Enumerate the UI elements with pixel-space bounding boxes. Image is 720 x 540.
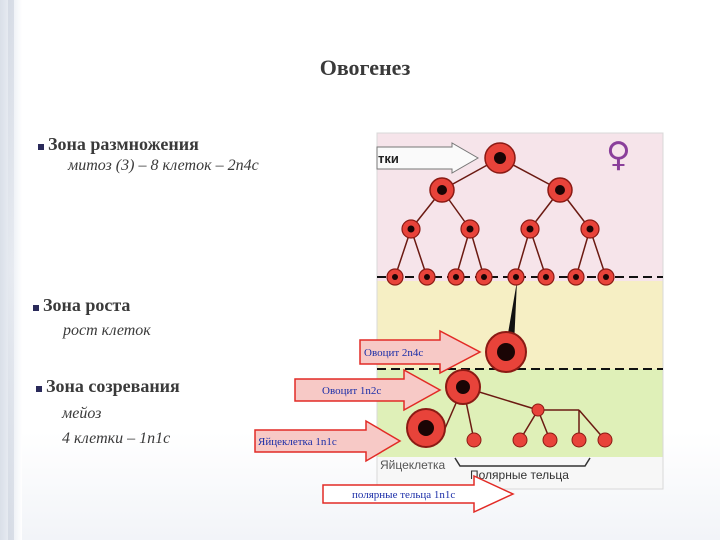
cells	[386, 142, 615, 448]
arrow-egg	[254, 419, 402, 463]
top-label-text: тки	[378, 151, 399, 166]
polar-body	[466, 432, 482, 448]
cell-nucleus	[497, 343, 515, 361]
cell-nucleus	[513, 274, 519, 280]
cell-nucleus	[437, 185, 447, 195]
zone-maturation-text-cells: 4 клетки – 1n1c	[62, 430, 171, 447]
cell-nucleus	[573, 274, 579, 280]
cell-nucleus	[418, 420, 434, 436]
cell-nucleus	[456, 380, 470, 394]
cell-nucleus	[543, 274, 549, 280]
left-decorative-strip	[0, 0, 22, 540]
cell-nucleus	[424, 274, 430, 280]
zone-reproduction-text: митоз (3) – 8 клеток – 2n4c	[68, 157, 259, 174]
arrow-secondary-oocyte-label: Овоцит 1n2c	[322, 385, 381, 397]
cell-nucleus	[466, 225, 474, 233]
polar-body	[542, 432, 558, 448]
cell-nucleus	[603, 274, 609, 280]
polar-body	[512, 432, 528, 448]
cell-nucleus	[586, 225, 594, 233]
polar-body	[531, 403, 545, 417]
bullet	[36, 386, 42, 392]
polar-body	[597, 432, 613, 448]
female-symbol-icon: ♀	[606, 135, 631, 175]
cell-nucleus	[555, 185, 565, 195]
arrow-polar-bodies	[322, 474, 515, 514]
cell-nucleus	[392, 274, 398, 280]
band-bottom	[377, 457, 663, 489]
zone-maturation-text-meiosis: мейоз	[62, 405, 102, 422]
polar-bodies-bracket	[454, 457, 591, 467]
cell-nucleus	[494, 152, 506, 164]
arrow-primary-oocyte-label: Овоцит 2n4c	[364, 347, 423, 359]
zone-growth-heading: Зона роста	[43, 295, 131, 315]
cell-nucleus	[407, 225, 415, 233]
arrow-egg-label: Яйцеклетка 1n1c	[258, 436, 337, 448]
zone-growth-text: рост клеток	[63, 322, 151, 339]
top-label-arrow	[376, 142, 480, 174]
bullet	[33, 305, 39, 311]
arrow-primary-oocyte	[359, 329, 482, 375]
cell-nucleus	[481, 274, 487, 280]
arrow-secondary-oocyte	[294, 368, 442, 412]
polar-body	[571, 432, 587, 448]
cell-nucleus	[453, 274, 459, 280]
cell-nucleus	[526, 225, 534, 233]
bottom-label-polar: Полярные тельца	[470, 468, 569, 482]
growth-wedge	[506, 281, 517, 345]
page-title: Овогенез	[319, 55, 411, 80]
zone-reproduction-heading: Зона размножения	[48, 134, 199, 154]
zone-maturation-heading: Зона созревания	[46, 376, 180, 396]
arrow-polar-bodies-label: полярные тельца 1n1c	[352, 489, 455, 501]
bottom-label-egg: Яйцеклетка	[380, 458, 445, 472]
bullet	[38, 144, 44, 150]
